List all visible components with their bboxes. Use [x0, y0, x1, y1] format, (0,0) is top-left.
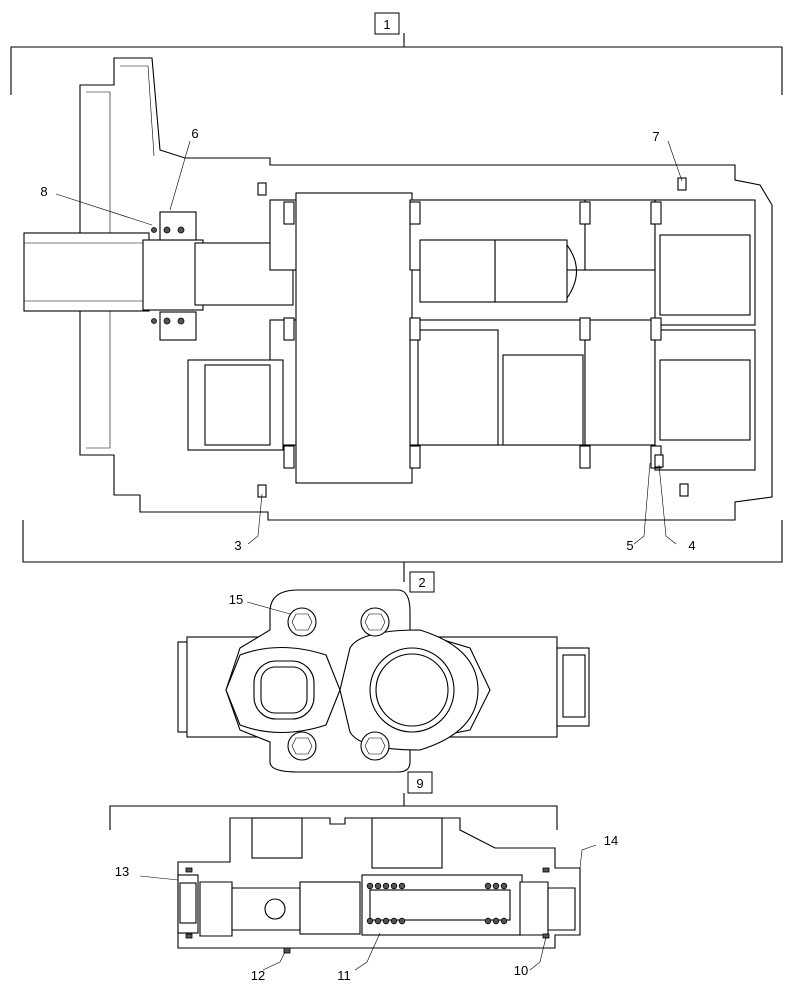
- callout-13: 13: [115, 864, 129, 879]
- callout-9: 9: [416, 776, 423, 791]
- callout-10: 10: [514, 963, 528, 978]
- callout-2: 2: [418, 575, 425, 590]
- callout-15: 15: [229, 592, 243, 607]
- callout-11: 11: [337, 968, 351, 983]
- callout-12: 12: [251, 968, 265, 983]
- callout-14: 14: [604, 833, 618, 848]
- relief-valve-section: 9: [109, 771, 618, 983]
- spring-coils: [366, 882, 508, 925]
- callout-8: 8: [40, 184, 47, 199]
- callout-3: 3: [234, 538, 241, 553]
- pump-cross-section: 1: [10, 12, 783, 563]
- callout-4: 4: [688, 538, 695, 553]
- callout-1: 1: [383, 17, 390, 32]
- callout-5: 5: [626, 538, 633, 553]
- callout-6: 6: [191, 126, 198, 141]
- callout-7: 7: [652, 129, 659, 144]
- valve-block-view: 2 15: [177, 562, 590, 773]
